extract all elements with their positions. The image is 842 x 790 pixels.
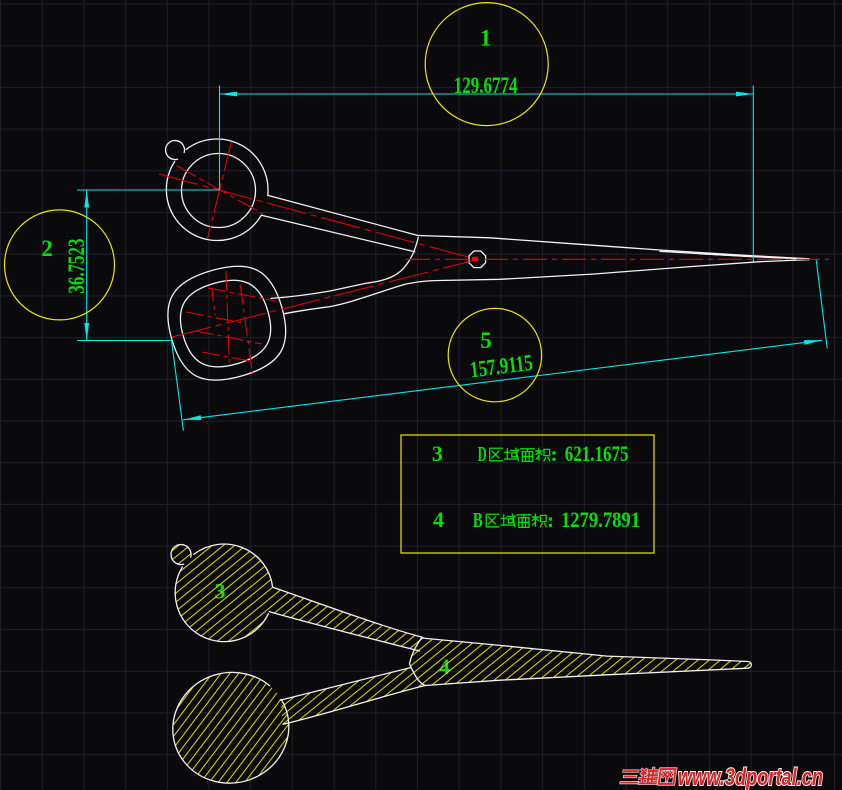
- svg-text:4: 4: [433, 507, 444, 532]
- svg-text:www.3dportal.cn: www.3dportal.cn: [678, 764, 823, 790]
- svg-text::: :: [551, 442, 558, 466]
- svg-text:1: 1: [480, 26, 492, 51]
- svg-text:2: 2: [41, 236, 53, 261]
- svg-text:5: 5: [480, 328, 492, 353]
- svg-text:B: B: [473, 508, 483, 532]
- svg-text:1279.7891: 1279.7891: [561, 507, 640, 532]
- svg-text:621.1675: 621.1675: [565, 441, 629, 466]
- svg-text:36.7523: 36.7523: [64, 239, 89, 294]
- svg-text::: :: [547, 508, 554, 532]
- svg-text:D: D: [478, 442, 487, 466]
- svg-text:129.6774: 129.6774: [454, 73, 518, 98]
- svg-text:3: 3: [432, 441, 443, 466]
